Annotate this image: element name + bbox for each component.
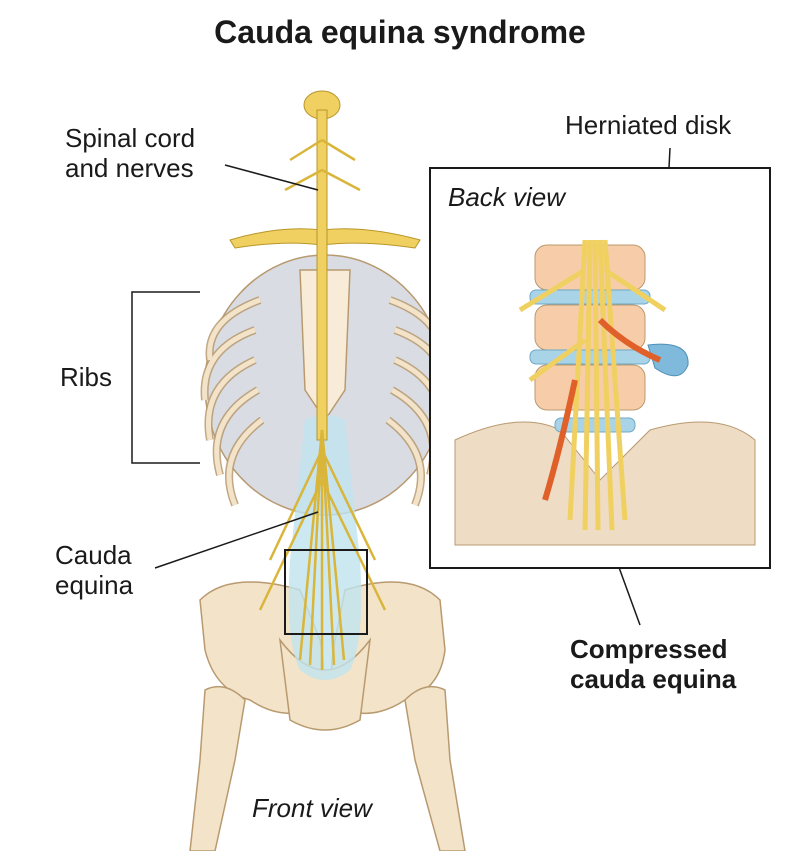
label-back-view: Back view xyxy=(448,182,566,212)
left-femur xyxy=(189,685,246,851)
label-compressed-cauda-equina: Compressed cauda equina xyxy=(570,634,737,694)
compressed-nerves xyxy=(542,317,662,501)
label-front-view: Front view xyxy=(252,793,372,823)
right-femur xyxy=(404,685,466,851)
sacrum-pelvis xyxy=(454,421,756,546)
inset-region-marker xyxy=(284,549,368,635)
label-ribs: Ribs xyxy=(60,362,113,392)
label-spinal-cord: Spinal cord and nerves xyxy=(65,123,196,183)
back-view-inset xyxy=(429,167,771,569)
label-cauda-equina: Cauda equina xyxy=(55,540,134,600)
spinal-cord xyxy=(316,109,328,441)
front-view-figure xyxy=(189,90,466,851)
herniated-disk xyxy=(647,343,689,377)
diagram-title: Cauda equina syndrome xyxy=(214,14,586,50)
label-herniated-disk: Herniated disk xyxy=(565,110,732,140)
